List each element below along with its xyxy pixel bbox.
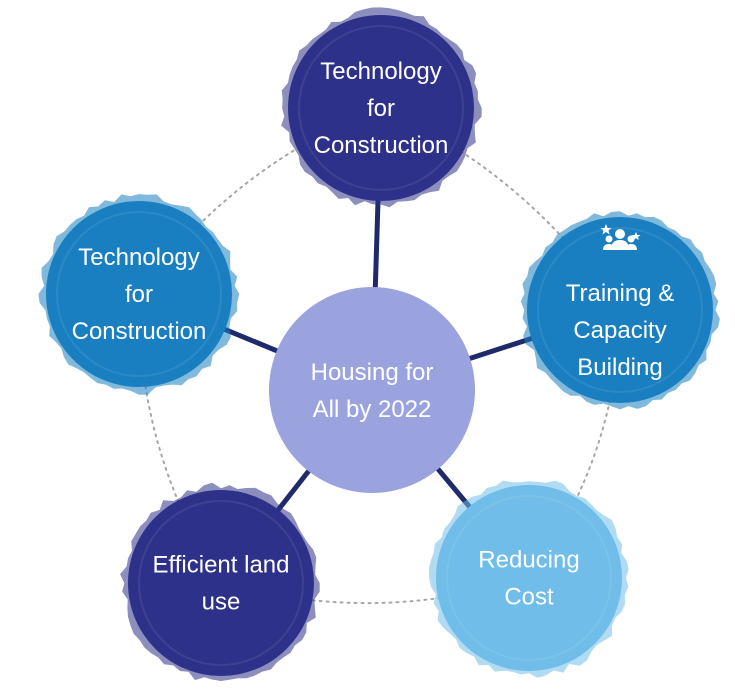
people-star-icon [600,224,641,250]
node-label-line: Capacity [573,317,666,344]
node-inner-ring [138,500,304,666]
node-inner-ring [446,495,612,661]
connector-line-left [221,325,282,355]
node-circle [46,201,232,387]
node-label-line: Technology [320,58,441,85]
node-inner-ring [298,25,464,191]
node-label-line: Construction [314,132,449,159]
node-circle [527,217,713,403]
node-label-line: Reducing [478,547,579,574]
center-circle [269,287,475,493]
connector-line-top [372,197,381,292]
connector-line-bottom-left [274,466,313,514]
node-inner-ring [56,211,222,377]
node-label-line: use [202,589,241,616]
node-label-line: Construction [72,318,207,345]
node-circle [288,15,474,201]
node-circle [128,490,314,676]
node-label-line: for [125,281,153,308]
node-label-line: Cost [504,584,554,611]
node-bottom-left: Efficient land use [120,482,320,681]
node-inner-ring [537,227,703,393]
node-label-line: Building [577,354,662,381]
node-label-line: Training & [566,280,675,307]
node-label-line: for [367,95,395,122]
center-label-line: Housing for [311,359,434,386]
orbit-arc [137,293,222,584]
node-circle [436,485,622,671]
center-label-line: All by 2022 [313,396,432,423]
node-label-line: Technology [78,244,199,271]
connector-line-right [465,335,536,362]
node-label-line: Efficient land [153,552,290,579]
